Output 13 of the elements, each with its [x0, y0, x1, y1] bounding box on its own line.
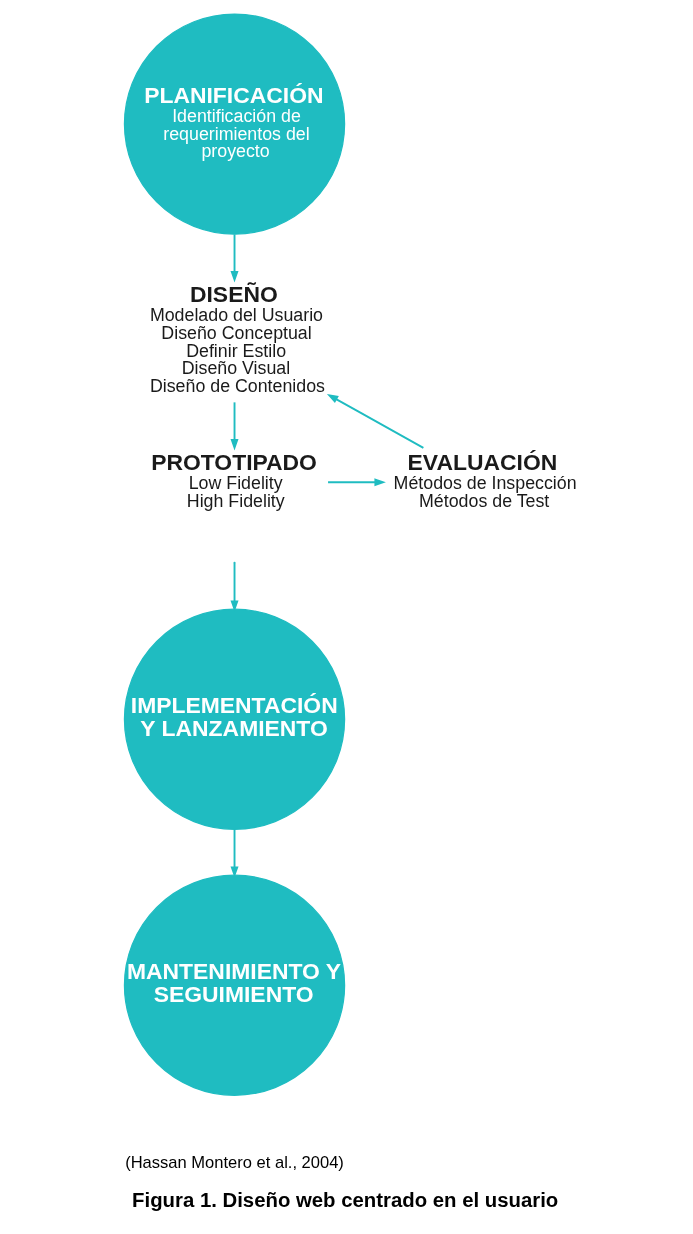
label: (Hassan Montero et al., 2004) — [125, 1153, 344, 1173]
arrow — [230, 828, 239, 878]
caption: Figura 1. Diseño web centrado en el usuario — [132, 1189, 559, 1211]
node-text: DISEÑO Modelado del Usuario Diseño Conceptual Definir Estilo Diseño Visual Diseño de Contenidos — [149, 281, 326, 397]
arrow — [230, 401, 239, 451]
arrow — [230, 233, 239, 283]
node-circle: MANTENIMIENTO Y SEGUIMIENTO — [123, 874, 346, 1096]
node-circle: PLANIFICACIÓN Identificación de requerimientos del proyecto — [123, 13, 346, 235]
node-circle: IMPLEMENTACIÓN Y LANZAMIENTO — [123, 608, 346, 830]
node-text: PROTOTIPADO Low Fidelity High Fidelity — [151, 449, 317, 511]
arrow — [327, 478, 386, 487]
arrow — [326, 393, 425, 449]
node-text: EVALUACIÓN Métodos de Inspección Métodos de Test — [393, 449, 577, 511]
